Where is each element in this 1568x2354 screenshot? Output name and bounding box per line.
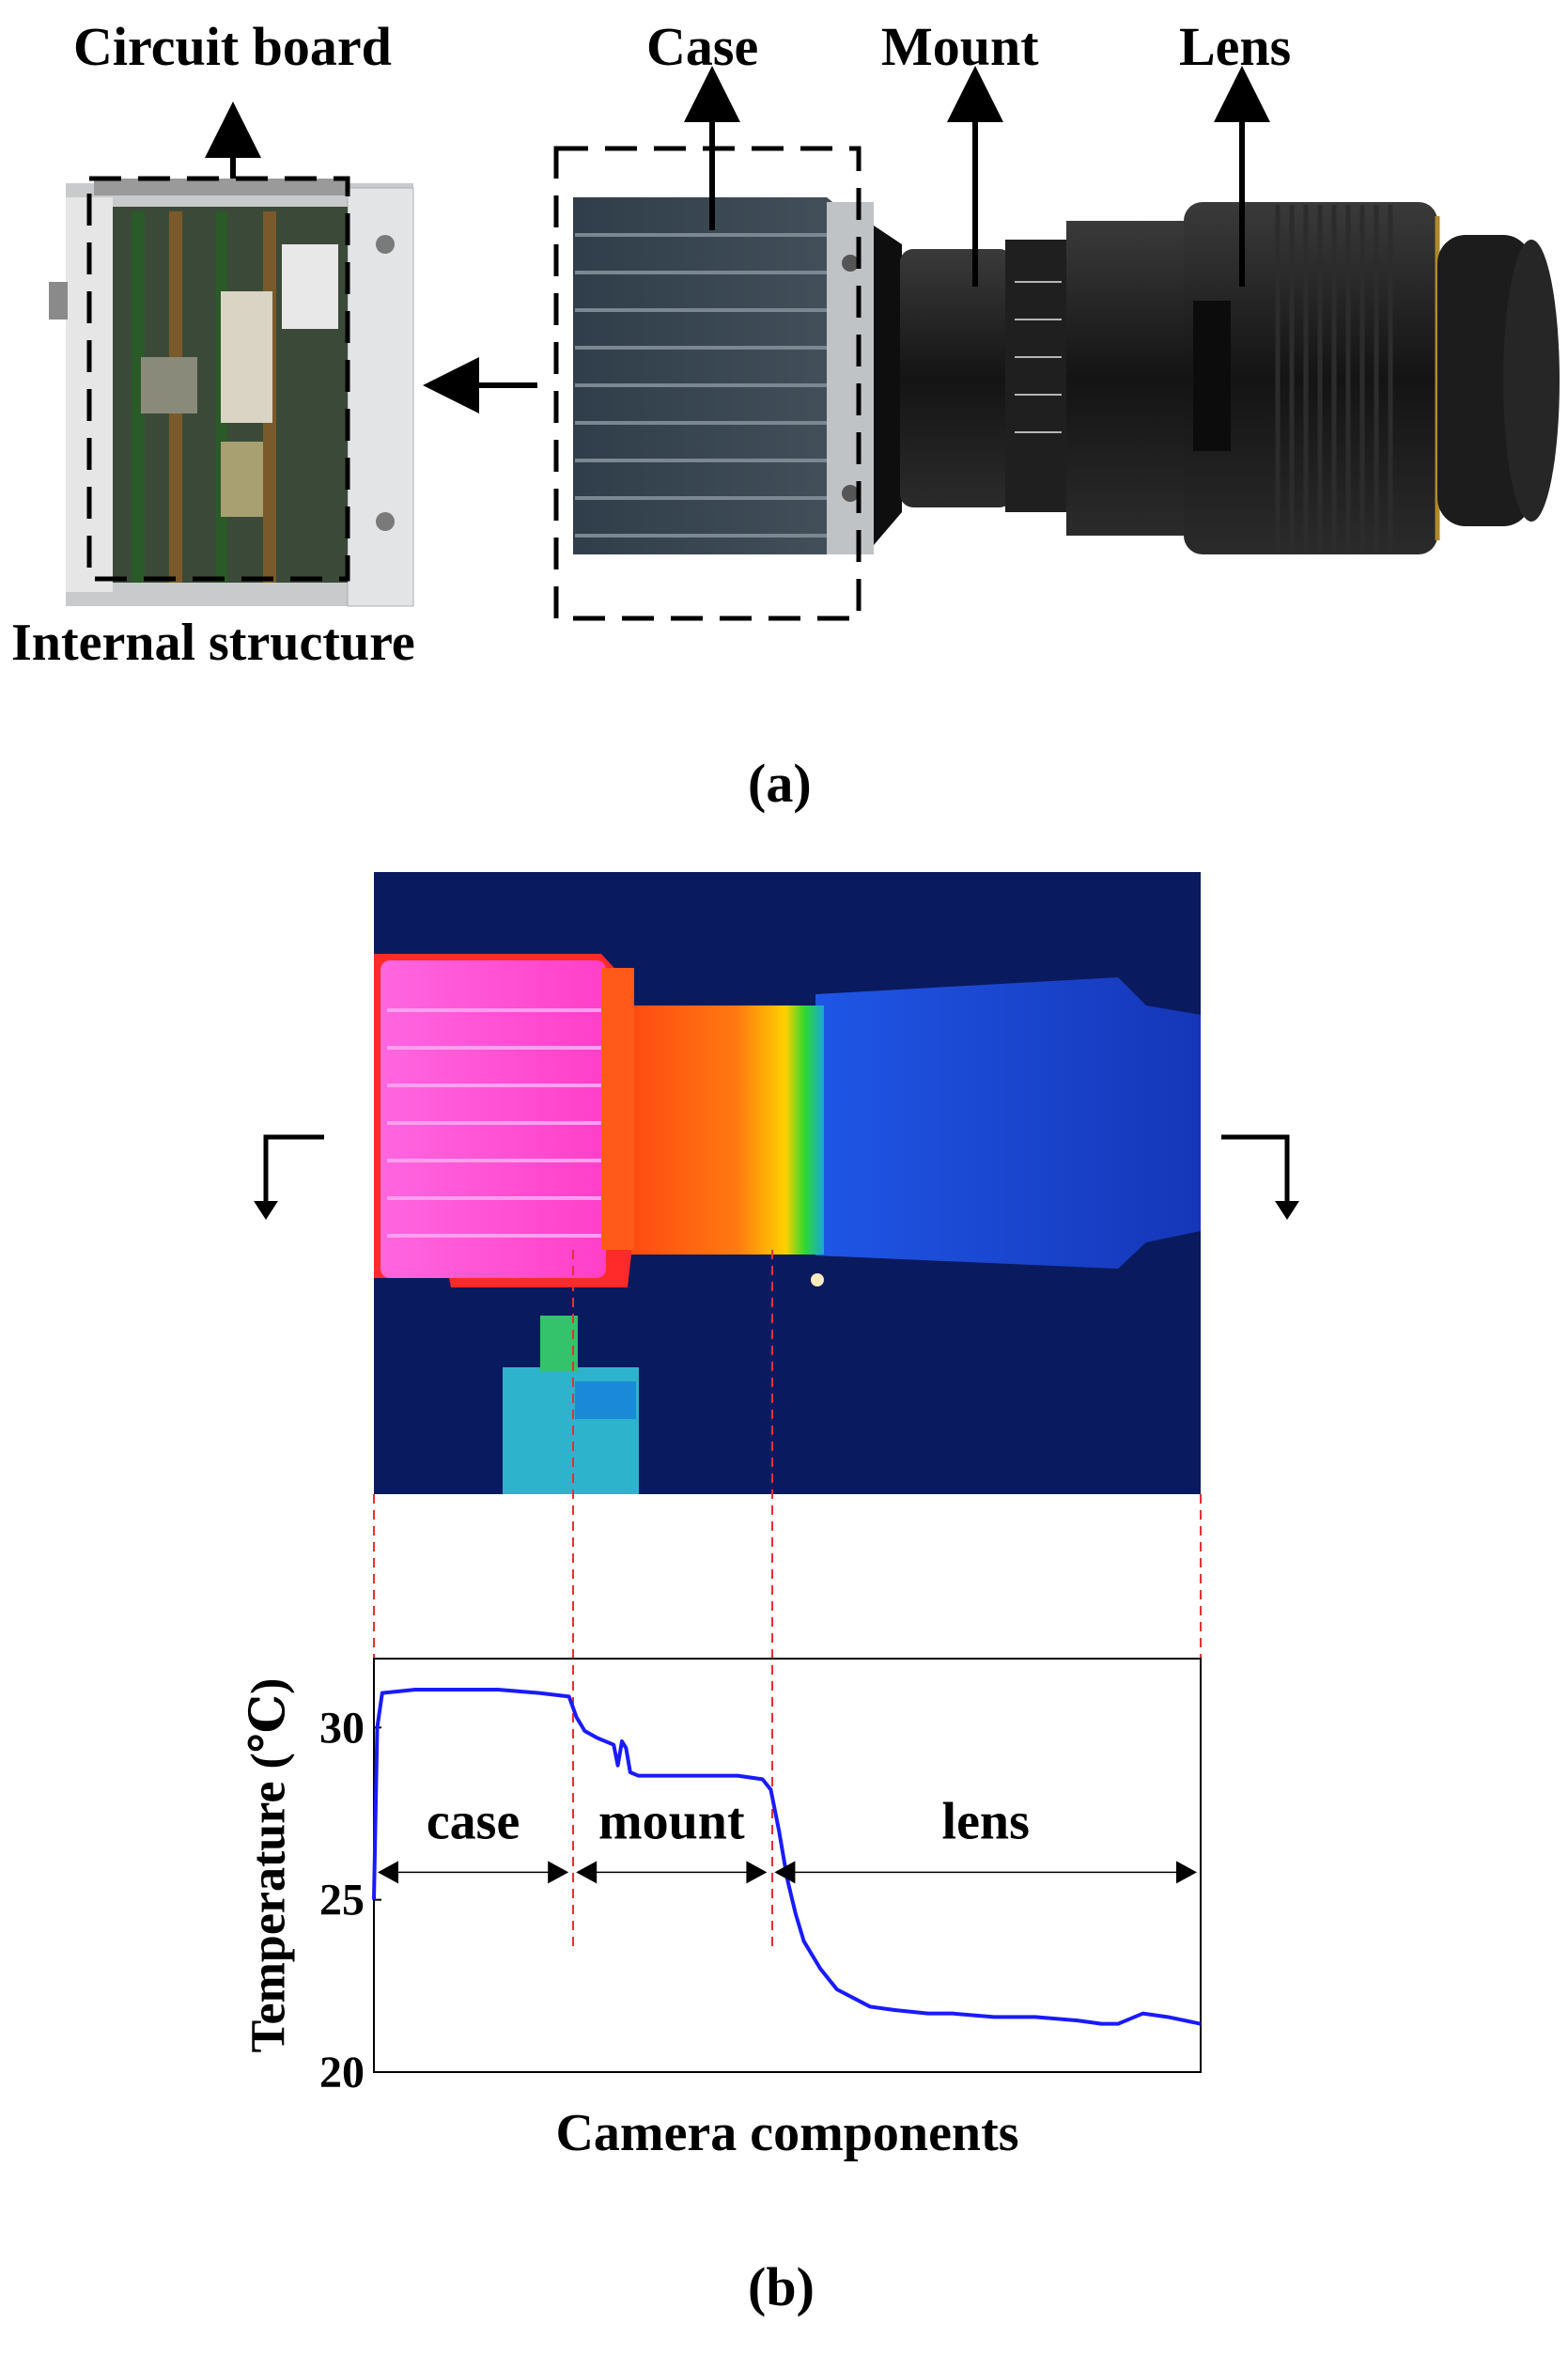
y-tick-label: 25 xyxy=(319,1876,365,1925)
y-tick-label: 20 xyxy=(319,2048,365,2097)
temperature-chart: 20 25 30 case mount lens xyxy=(319,1658,1202,2097)
label-lens: Lens xyxy=(1179,16,1292,77)
chart-ylabel: Temperature (℃) xyxy=(241,1677,296,2053)
circuit-board-dashed-box xyxy=(86,176,350,582)
label-mount: Mount xyxy=(881,16,1039,77)
section-bracket-left xyxy=(263,1134,324,1205)
region-arrowhead-right xyxy=(746,1861,768,1884)
label-case: Case xyxy=(646,16,759,77)
thermal-image xyxy=(374,872,1201,1494)
region-arrowhead-left xyxy=(774,1861,796,1884)
temperature-series-line xyxy=(372,1688,1202,2026)
case-dashed-box xyxy=(553,146,862,621)
region-arrowhead-left xyxy=(378,1861,398,1884)
region-arrowhead-left xyxy=(576,1861,598,1884)
caption-a: (a) xyxy=(748,753,812,814)
label-circuit-board: Circuit board xyxy=(73,16,392,77)
region-arrowhead-right xyxy=(1176,1861,1197,1884)
label-internal-structure: Internal structure xyxy=(11,614,415,672)
camera-photo xyxy=(573,197,1560,554)
chart-xlabel: Camera components xyxy=(555,2104,1019,2162)
section-bracket-right xyxy=(1221,1134,1290,1205)
caption-b: (b) xyxy=(748,2256,815,2317)
y-tick-label: 30 xyxy=(319,1703,365,1753)
region-label-mount: mount xyxy=(598,1792,745,1850)
region-label-case: case xyxy=(427,1792,520,1850)
region-arrowhead-right xyxy=(548,1861,569,1884)
internal-structure-photo xyxy=(49,179,414,607)
region-label-lens: lens xyxy=(942,1792,1030,1850)
